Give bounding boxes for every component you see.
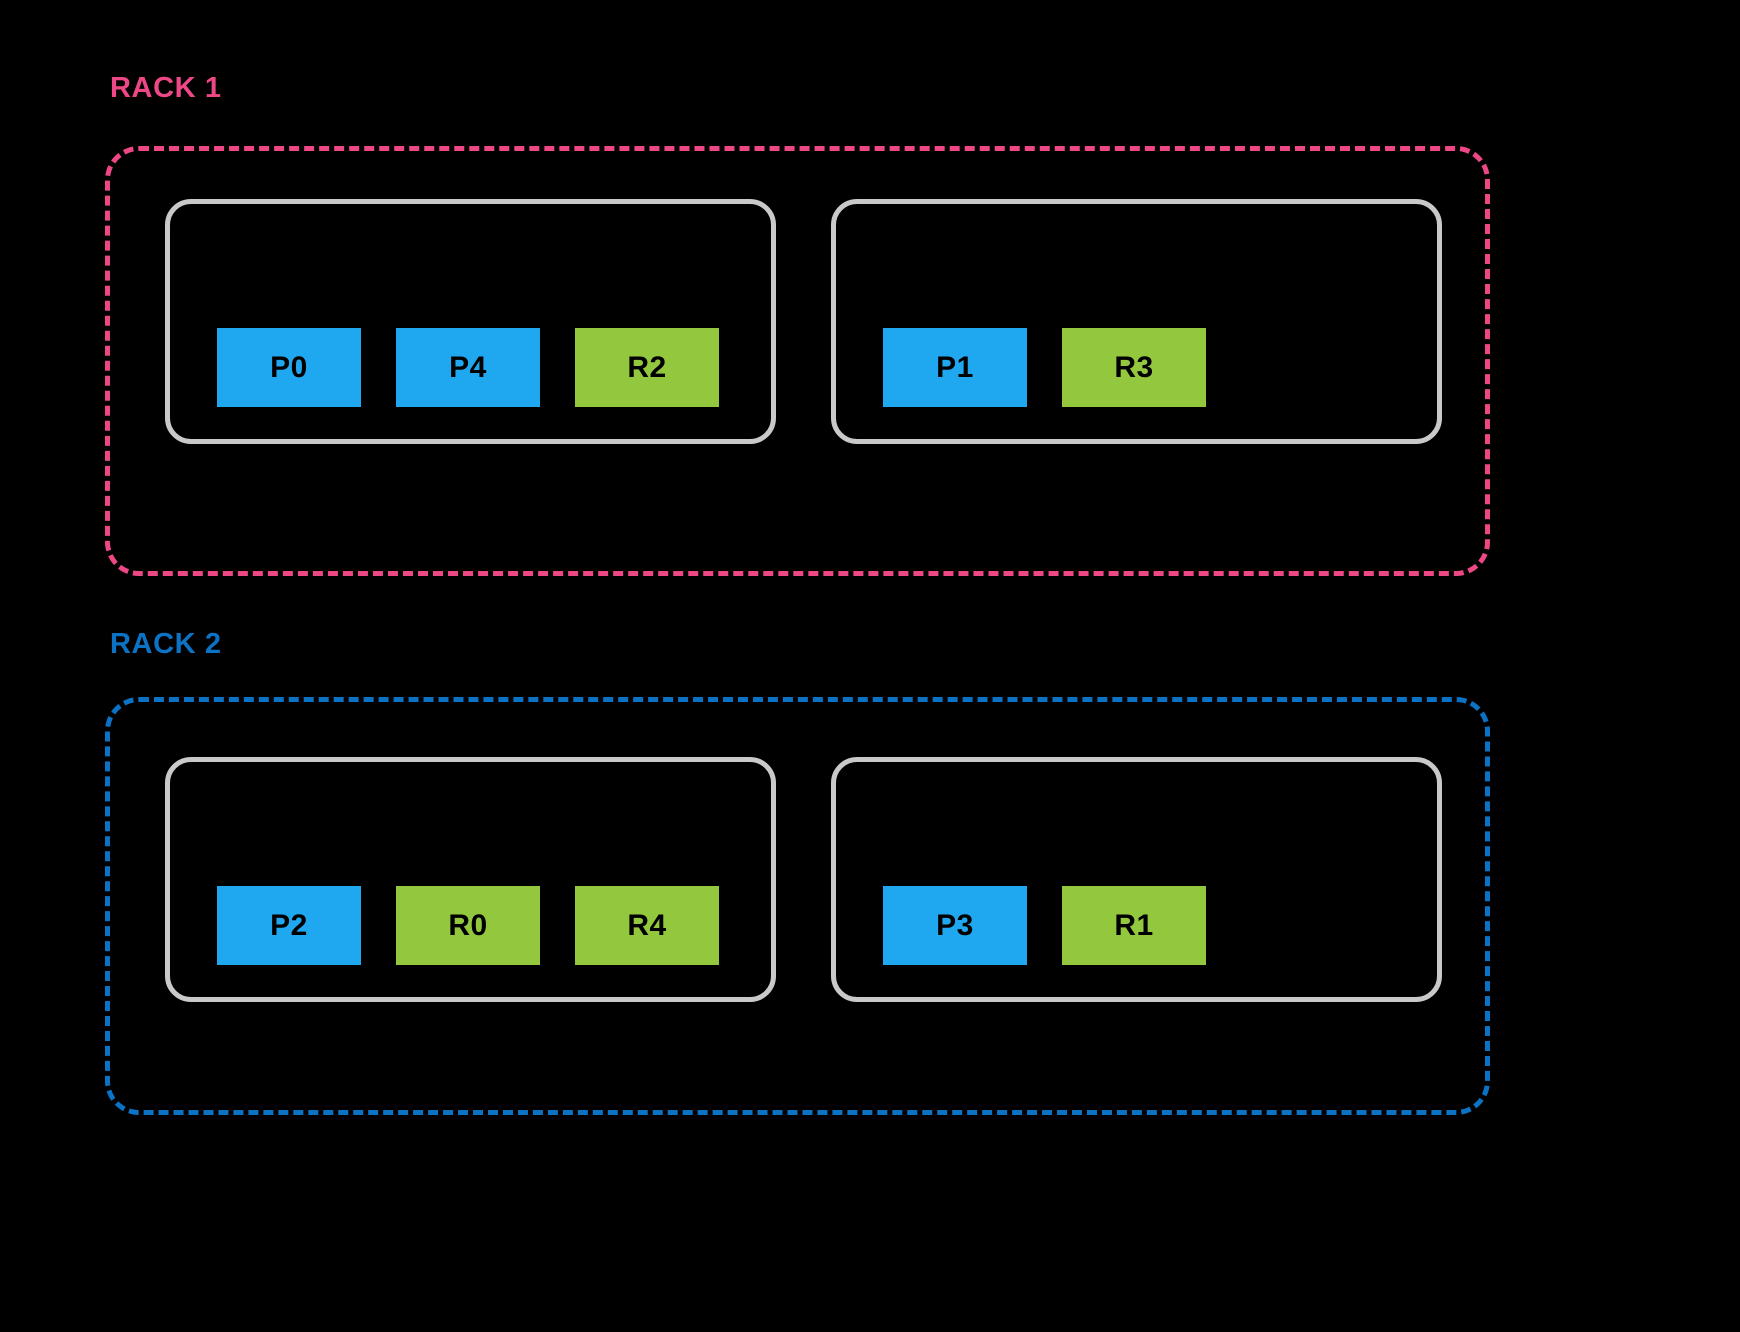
shard-chip-p3[interactable]: P3 xyxy=(883,886,1027,965)
shard-chip-r0[interactable]: R0 xyxy=(396,886,540,965)
shard-chip-p2[interactable]: P2 xyxy=(217,886,361,965)
shard-chip-r1[interactable]: R1 xyxy=(1062,886,1206,965)
shard-chip-p1[interactable]: P1 xyxy=(883,328,1027,407)
node-chip-row-4: P3 R1 xyxy=(883,886,1206,965)
node-box-1: P0 P4 R2 xyxy=(165,199,776,444)
rack-boundary-1 xyxy=(105,146,1490,576)
shard-chip-r3[interactable]: R3 xyxy=(1062,328,1206,407)
node-chip-row-2: P1 R3 xyxy=(883,328,1206,407)
node-box-4: P3 R1 xyxy=(831,757,1442,1002)
shard-chip-p4[interactable]: P4 xyxy=(396,328,540,407)
rack-boundary-2 xyxy=(105,697,1490,1115)
node-box-3: P2 R0 R4 xyxy=(165,757,776,1002)
node-box-2: P1 R3 xyxy=(831,199,1442,444)
node-chip-row-1: P0 P4 R2 xyxy=(217,328,719,407)
rack-label-1: RACK 1 xyxy=(110,72,222,104)
node-chip-row-3: P2 R0 R4 xyxy=(217,886,719,965)
rack-label-2: RACK 2 xyxy=(110,628,222,660)
shard-chip-r2[interactable]: R2 xyxy=(575,328,719,407)
shard-chip-p0[interactable]: P0 xyxy=(217,328,361,407)
shard-chip-r4[interactable]: R4 xyxy=(575,886,719,965)
